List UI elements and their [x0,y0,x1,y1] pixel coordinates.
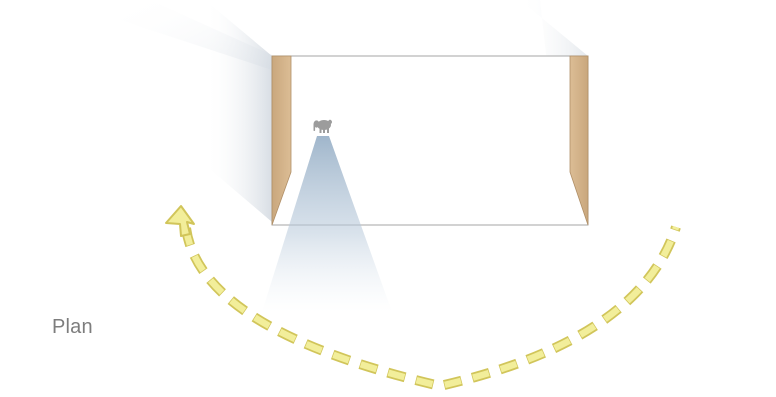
arrow-dashed-path [181,225,681,392]
light-beam [262,136,392,312]
left-wall [271,55,292,226]
right-wall [569,55,589,226]
curved-arrow-icon [165,205,681,392]
elephant-figure-icon [313,119,332,133]
plan-label: Plan [52,316,93,338]
arrow-head [165,205,195,237]
